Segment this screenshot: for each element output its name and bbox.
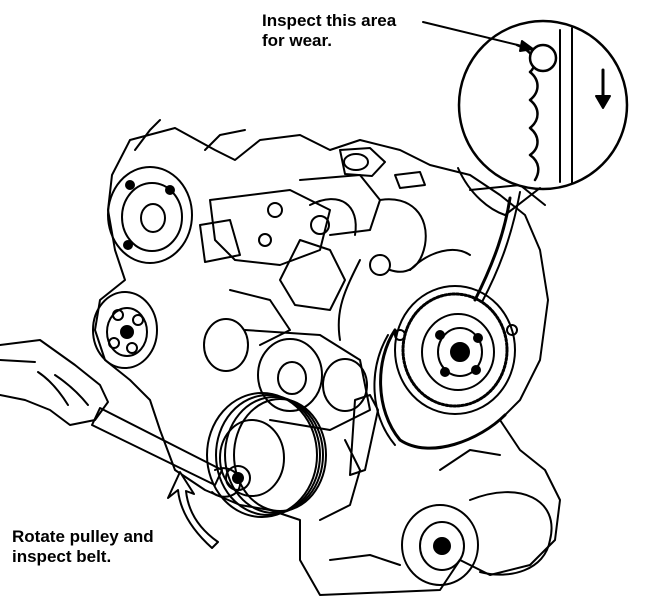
inspect-area-callout: Inspect this area for wear. bbox=[262, 11, 396, 51]
rotate-pulley-callout: Rotate pulley and inspect belt. bbox=[12, 527, 154, 567]
left-accessory-pulley bbox=[92, 291, 158, 369]
inspect-area-line2: for wear. bbox=[262, 31, 332, 50]
engine-block bbox=[94, 119, 561, 596]
rotate-pulley-line2: inspect belt. bbox=[12, 547, 112, 566]
wrench-icon bbox=[91, 407, 241, 498]
idler-pulleys bbox=[203, 318, 371, 431]
lower-right-pulley bbox=[401, 491, 553, 586]
inspect-area-line1: Inspect this area bbox=[262, 11, 397, 30]
inspect-leader-line bbox=[422, 21, 534, 52]
hand-icon bbox=[0, 339, 109, 426]
rotation-arrow-icon bbox=[167, 471, 219, 549]
upper-left-cam-pulley bbox=[107, 166, 193, 264]
magnifier-detail-icon bbox=[457, 19, 629, 303]
right-timing-pulley bbox=[394, 285, 518, 415]
timing-belt bbox=[373, 328, 507, 450]
rotate-pulley-line1: Rotate pulley and bbox=[12, 527, 154, 546]
down-arrow-icon bbox=[595, 68, 611, 109]
